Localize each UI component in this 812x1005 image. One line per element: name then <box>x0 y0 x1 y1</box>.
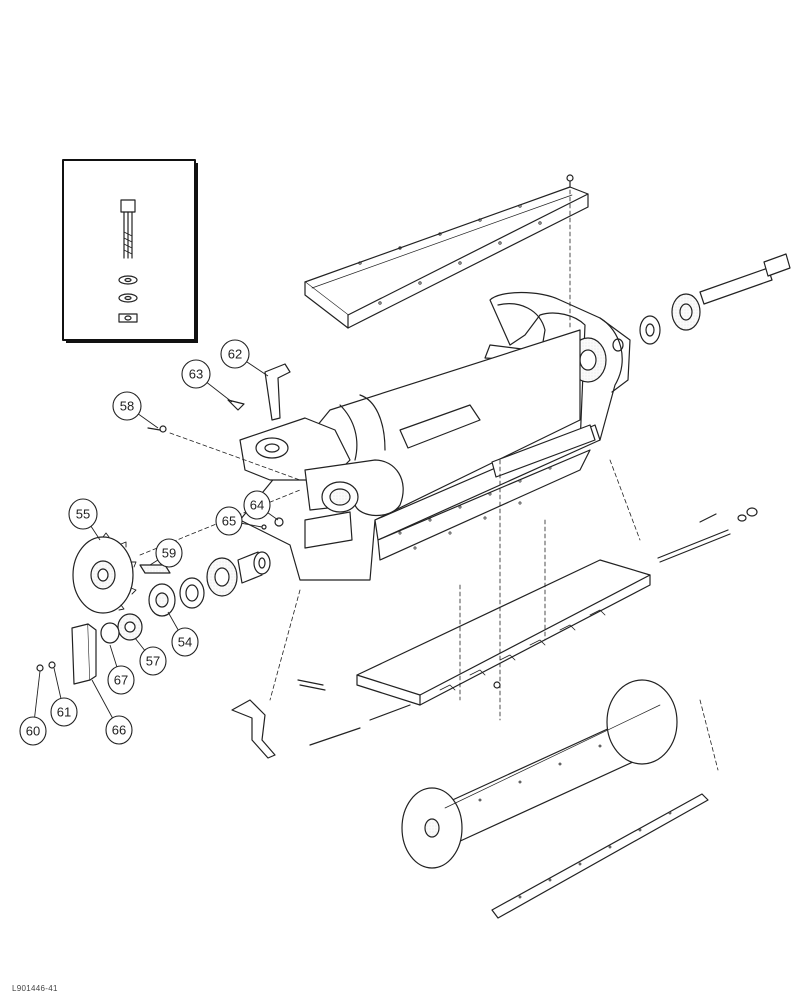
callout-bubble <box>220 339 250 369</box>
bearing-assembly <box>206 517 284 597</box>
lower-channel <box>356 559 651 706</box>
callout-bubble <box>107 665 135 695</box>
callout-number: 61 <box>57 705 71 720</box>
cross-rods <box>657 507 758 563</box>
callout-62: 62 <box>220 339 269 377</box>
callout-58: 58 <box>112 391 159 429</box>
callout-bubble <box>105 715 133 745</box>
callout-bubble <box>215 506 243 536</box>
hardware-inset <box>62 159 198 343</box>
large-sprocket <box>72 532 137 614</box>
callout-54: 54 <box>167 611 199 657</box>
callout-bubble <box>155 538 183 568</box>
alignment-lines <box>139 189 719 771</box>
callout-59: 59 <box>149 538 183 568</box>
callout-63: 63 <box>181 359 233 403</box>
callout-bubble <box>181 359 211 389</box>
chain-link <box>139 564 171 574</box>
callout-64: 64 <box>243 490 279 521</box>
callout-65: 65 <box>215 506 263 536</box>
callout-number: 55 <box>76 507 90 522</box>
callout-66: 66 <box>91 679 133 745</box>
callout-number: 64 <box>250 498 264 513</box>
callout-number: 67 <box>114 673 128 688</box>
callout-layer: 55 59 54 57 67 66 61 60 58 63 62 64 65 <box>19 339 279 746</box>
small-sprocket <box>148 577 205 617</box>
callout-number: 58 <box>120 399 134 414</box>
lever-handle <box>264 363 291 421</box>
callout-55: 55 <box>68 498 101 541</box>
callout-number: 57 <box>146 654 160 669</box>
callout-bubble <box>112 391 142 421</box>
callout-61: 61 <box>50 667 78 727</box>
callout-bubble <box>68 498 98 530</box>
callout-number: 66 <box>112 723 126 738</box>
bearing-housing <box>239 417 404 549</box>
callout-number: 65 <box>222 514 236 529</box>
drive-shaft <box>639 253 791 345</box>
callout-bubble <box>139 646 167 676</box>
callout-67: 67 <box>107 644 135 695</box>
callout-number: 54 <box>178 635 192 650</box>
idler-sprocket <box>100 613 143 644</box>
drum-roller <box>401 679 678 869</box>
callout-bubble <box>243 490 271 520</box>
callout-bubble <box>171 627 199 657</box>
callout-number: 59 <box>162 546 176 561</box>
callout-60: 60 <box>19 670 47 746</box>
upper-channel <box>304 174 589 329</box>
callout-number: 63 <box>189 367 203 382</box>
mounting-bracket <box>71 623 91 685</box>
lower-linkage <box>231 679 501 759</box>
callout-bubble <box>19 716 47 746</box>
callout-number: 62 <box>228 347 242 362</box>
figure-reference-code: L901446-41 <box>12 984 58 993</box>
callout-bubble <box>50 697 78 727</box>
bottom-strip <box>491 793 709 919</box>
callout-number: 60 <box>26 724 40 739</box>
callout-57: 57 <box>134 637 167 676</box>
